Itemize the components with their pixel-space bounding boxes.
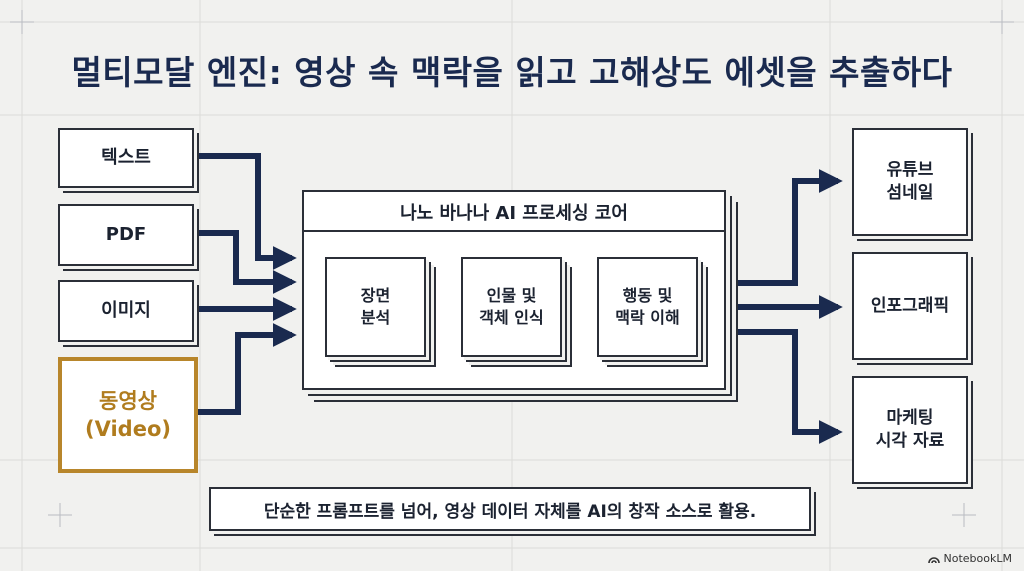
input-text: 텍스트: [58, 128, 194, 188]
step-object-recognition-line2: 객체 인식: [479, 308, 544, 327]
step-context-understanding-line2: 맥락 이해: [615, 308, 680, 327]
arrow-core-to-thumbnail: [738, 169, 843, 286]
step-scene-analysis-line2: 분석: [360, 308, 391, 327]
caption-text: 단순한 프롬프트를 넘어, 영상 데이터 자체를 AI의 창작 소스로 활용.: [263, 501, 757, 522]
arrow-pdf-to-core: [197, 230, 297, 294]
output-marketing-visuals-line1: 마케팅: [886, 408, 934, 429]
output-youtube-thumbnail: 유튜브 섬네일: [852, 128, 968, 236]
notebooklm-logo-icon: [927, 556, 940, 563]
output-infographic: 인포그래픽: [852, 252, 968, 360]
input-pdf: PDF: [58, 204, 194, 266]
step-context-understanding-line1: 행동 및: [622, 286, 673, 306]
step-context-understanding: 행동 및 맥락 이해: [597, 257, 698, 357]
input-text-label: 텍스트: [101, 146, 151, 168]
output-marketing-visuals: 마케팅 시각 자료: [852, 376, 968, 484]
core-title: 나노 바나나 AI 프로세싱 코어: [400, 203, 628, 224]
input-pdf-label: PDF: [105, 223, 147, 245]
input-image-label: 이미지: [101, 299, 151, 321]
page-title: 멀티모달 엔진: 영상 속 맥락을 읽고 고해상도 에셋을 추출하다: [71, 53, 953, 92]
brand-watermark: NotebookLM: [927, 552, 1012, 565]
arrow-text-to-core: [197, 153, 297, 270]
output-infographic-line1: 인포그래픽: [870, 295, 950, 316]
step-scene-analysis-line1: 장면: [360, 286, 391, 306]
input-video-label: 동영상: [99, 388, 157, 413]
core-divider: [304, 230, 724, 232]
input-video: 동영상 (Video): [58, 357, 198, 473]
caption-box: 단순한 프롬프트를 넘어, 영상 데이터 자체를 AI의 창작 소스로 활용.: [209, 487, 811, 531]
arrow-video-to-core: [197, 323, 297, 415]
input-image: 이미지: [58, 280, 194, 342]
step-object-recognition-line1: 인물 및: [486, 286, 537, 306]
output-youtube-thumbnail-line1: 유튜브: [886, 160, 934, 181]
arrow-core-to-marketing: [738, 329, 843, 444]
input-video-sublabel: (Video): [85, 417, 171, 441]
step-object-recognition: 인물 및 객체 인식: [461, 257, 562, 357]
output-youtube-thumbnail-line2: 섬네일: [886, 183, 934, 203]
brand-label: NotebookLM: [943, 552, 1012, 565]
output-marketing-visuals-line2: 시각 자료: [875, 431, 945, 451]
step-scene-analysis: 장면 분석: [325, 257, 426, 357]
